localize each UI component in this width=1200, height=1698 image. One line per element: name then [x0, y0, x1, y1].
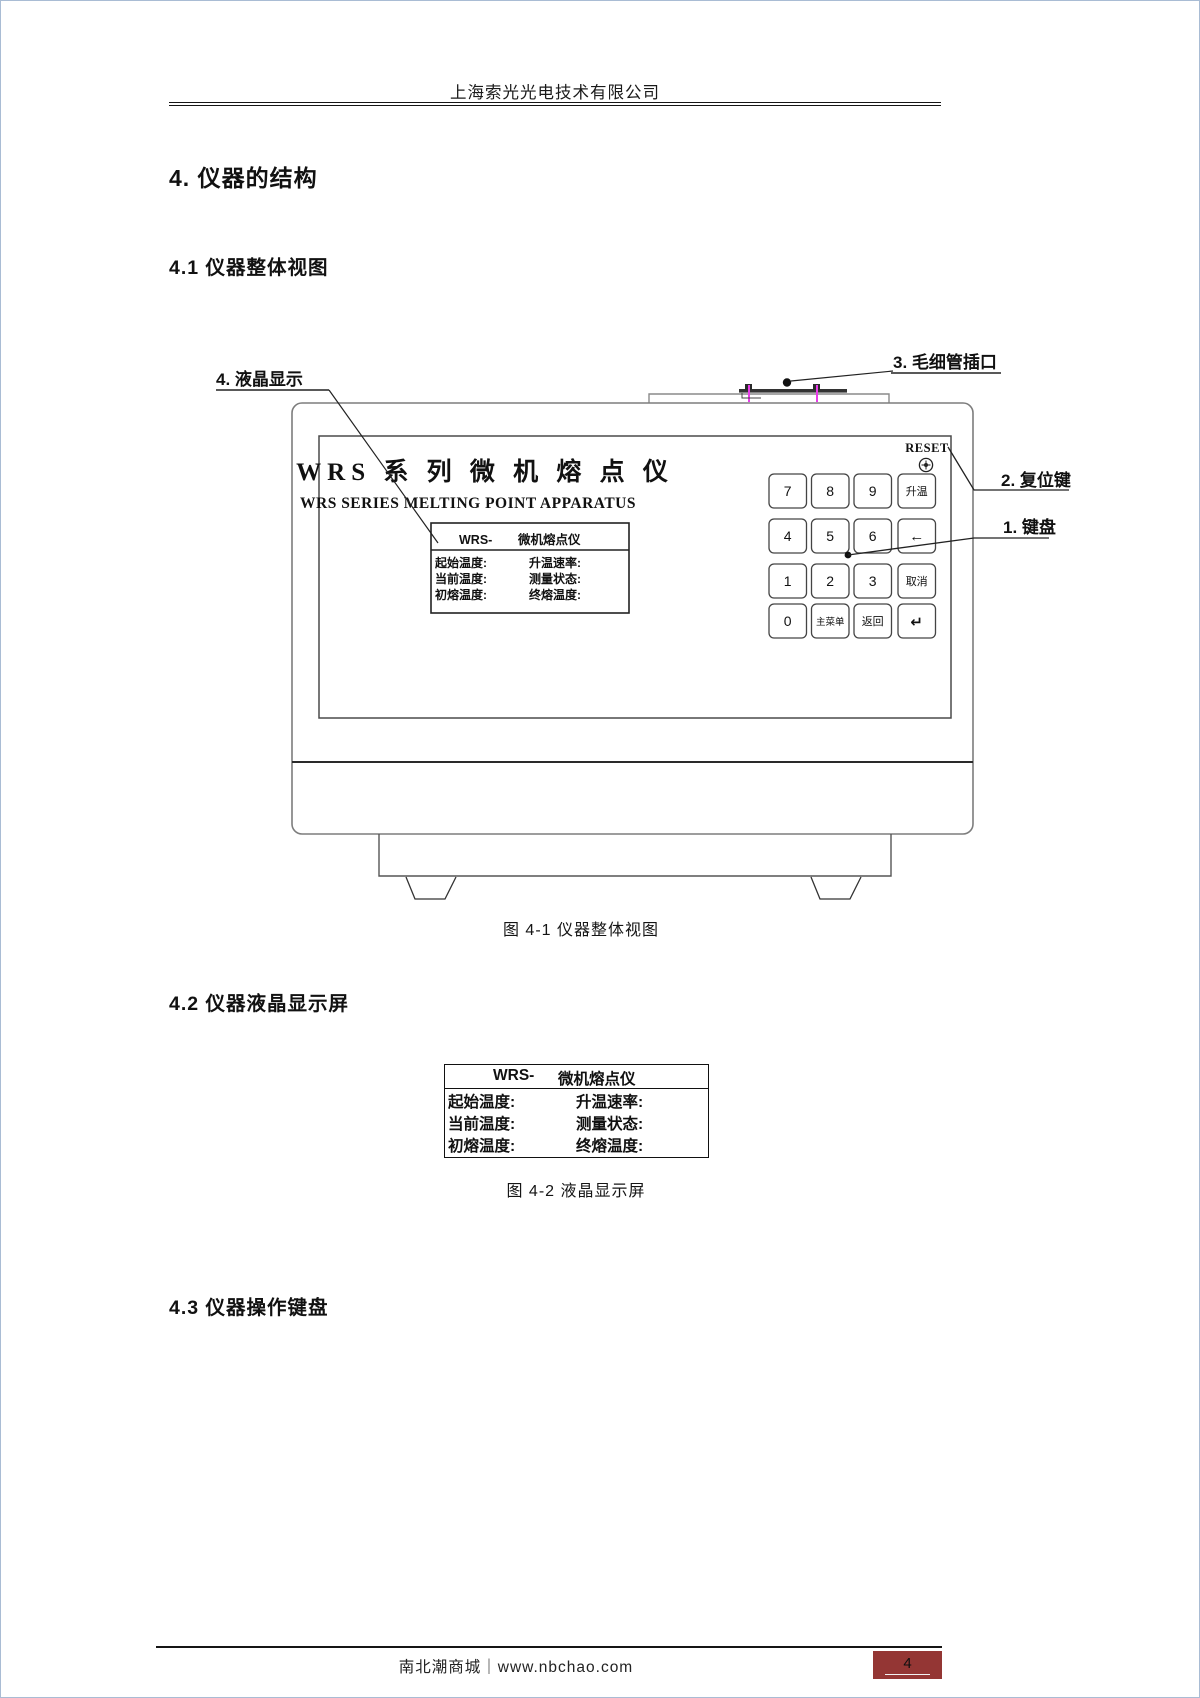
section-4-1-heading: 4.1 仪器整体视图	[169, 257, 329, 279]
lcd-row2-left: 当前温度:	[448, 1116, 516, 1133]
key-cancel	[897, 563, 937, 599]
key-backspace-label: ←	[909, 528, 924, 545]
lcd-row-2: 当前温度: 测量状态:	[445, 1111, 708, 1133]
key-9	[853, 473, 893, 509]
panel-lcd-row1-right: 升温速率:	[529, 555, 581, 570]
callout-keypad-label: 1. 键盘	[1003, 517, 1056, 537]
base-section	[378, 834, 892, 877]
lcd-row2-right: 测量状态:	[576, 1116, 644, 1133]
key-return-label: 返回	[862, 615, 884, 628]
key-2-label: 2	[826, 573, 834, 589]
lcd-model-text: WRS-	[493, 1067, 535, 1084]
panel-lcd-row1-left: 起始温度:	[434, 555, 487, 570]
header-rule	[169, 102, 941, 106]
page-number: 4	[903, 1655, 912, 1672]
figure-4-2-caption: 图 4-2 液晶显示屏	[506, 1183, 646, 1200]
key-4	[768, 518, 808, 554]
panel-lcd-row2-right: 测量状态:	[529, 571, 581, 586]
panel-lcd-row2-left: 当前温度:	[435, 571, 487, 586]
figure-4-1-caption: 图 4-1 仪器整体视图	[502, 922, 660, 939]
callout-reset-leader	[947, 446, 1069, 491]
capillary-bracket	[741, 393, 761, 399]
key-2	[810, 563, 850, 599]
callout-keypad-leader	[847, 537, 1049, 556]
key-cancel-label: 取消	[906, 574, 928, 588]
key-3-label: 3	[869, 573, 877, 589]
key-6-label: 6	[869, 528, 877, 544]
callout-display-label: 4. 液晶显示	[216, 369, 303, 389]
footer-rule	[156, 1646, 942, 1648]
section-4-3-heading: 4.3 仪器操作键盘	[169, 1297, 329, 1319]
panel-title: WRS 系 列 微 机 熔 点 仪	[296, 457, 674, 486]
capillary-holder-bar	[739, 389, 847, 393]
key-6	[853, 518, 893, 554]
key-main-menu	[810, 603, 850, 639]
lcd-row-1: 起始温度: 升温速率:	[445, 1089, 708, 1111]
key-enter	[897, 603, 937, 639]
lcd-row3-left: 初熔温度:	[448, 1138, 516, 1155]
key-5-label: 5	[826, 528, 834, 544]
key-8	[810, 473, 850, 509]
key-1	[768, 563, 808, 599]
page-number-underline	[885, 1673, 930, 1675]
foot-left	[405, 876, 457, 900]
top-platform	[648, 393, 890, 403]
company-header: 上海索光光电技术有限公司	[450, 83, 660, 102]
footer-site-text: 南北潮商城｜www.nbchao.com	[398, 1659, 634, 1676]
key-8-label: 8	[826, 483, 834, 499]
key-return	[853, 603, 893, 639]
panel-lcd: WRS- 微机熔点仪 起始温度: 升温速率: 当前温度: 测量状态: 初熔温度:…	[430, 522, 630, 614]
reset-button-icon	[918, 457, 934, 473]
callout-display-leader	[328, 389, 439, 544]
panel-lcd-name: 微机熔点仪	[517, 532, 581, 547]
key-3	[853, 563, 893, 599]
lcd-name-text: 微机熔点仪	[558, 1071, 636, 1088]
callout-reset-label: 2. 复位键	[1001, 470, 1071, 490]
key-7-label: 7	[784, 483, 792, 499]
section-4-2-heading: 4.2 仪器液晶显示屏	[169, 993, 350, 1015]
panel-lcd-frame	[430, 522, 630, 614]
callout-capillary-leader	[790, 370, 894, 382]
reset-label: RESET	[905, 441, 949, 455]
capillary-knob-dot	[782, 378, 792, 387]
lcd-row3-right: 终熔温度:	[576, 1138, 644, 1155]
keypad: 7 8 9 升温 4 5 6 ← 1 2 3 取消 0 主菜单 返回 ↵	[768, 473, 937, 639]
key-0	[768, 603, 808, 639]
lcd-row1-left: 起始温度:	[448, 1094, 516, 1111]
key-heat-up	[897, 473, 937, 509]
key-0-label: 0	[784, 613, 792, 629]
lcd-row-3: 初熔温度: 终熔温度:	[445, 1133, 708, 1155]
key-5	[810, 518, 850, 554]
key-main-menu-label: 主菜单	[816, 616, 845, 628]
panel-subtitle: WRS SERIES MELTING POINT APPARATUS	[300, 495, 636, 512]
key-heat-up-label: 升温	[906, 485, 928, 498]
page-number-box: 4	[873, 1651, 942, 1679]
panel-lcd-row3-left: 初熔温度:	[435, 587, 487, 602]
callout-capillary-label: 3. 毛细管插口	[893, 352, 997, 372]
figure-4-1-instrument-diagram: WRS 系 列 微 机 熔 点 仪 WRS SERIES MELTING POI…	[216, 352, 1071, 900]
panel-lcd-row3-right: 终熔温度:	[529, 587, 581, 602]
panel-lcd-model: WRS-	[459, 533, 492, 547]
key-4-label: 4	[784, 528, 792, 544]
figure-4-2-lcd-screen: WRS- 微机熔点仪 起始温度: 升温速率: 当前温度: 测量状态: 初熔温度:…	[444, 1064, 709, 1158]
key-7	[768, 473, 808, 509]
lcd-header-row: WRS- 微机熔点仪	[445, 1065, 708, 1089]
key-1-label: 1	[784, 573, 792, 589]
key-9-label: 9	[869, 483, 877, 499]
foot-right	[810, 876, 862, 900]
lcd-row1-right: 升温速率:	[576, 1094, 644, 1111]
section-4-heading: 4. 仪器的结构	[169, 165, 318, 191]
key-enter-label: ↵	[910, 614, 923, 631]
